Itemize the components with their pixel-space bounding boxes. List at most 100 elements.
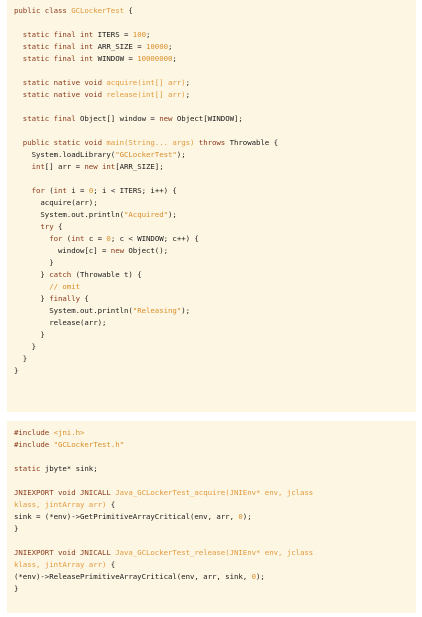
code-token: ; (185, 90, 190, 99)
code-line: (*env)->ReleasePrimitiveArrayCritical(en… (14, 571, 416, 583)
code-token: System.loadLibrary( (14, 150, 116, 159)
code-line: static jbyte* sink; (14, 463, 416, 475)
code-token: { (106, 500, 116, 509)
code-token: Object[] window = (80, 114, 160, 123)
code-token: finally (49, 294, 85, 303)
code-token: ); (176, 150, 186, 159)
code-line: acquire(arr); (14, 197, 416, 209)
code-token: int (53, 186, 72, 195)
code-token: release(arr); (14, 318, 107, 327)
code-line: for (int i = 0; i < ITERS; i++) { (14, 185, 416, 197)
code-token: static (14, 464, 45, 473)
code-token: GCLockerTest (71, 6, 124, 15)
code-token: #include (14, 440, 54, 449)
code-token: System.out.println( (14, 210, 124, 219)
code-line: } (14, 257, 416, 269)
java-code-block: public class GCLockerTest { static final… (7, 0, 416, 377)
code-line: static final int ITERS = 100; (14, 29, 416, 41)
code-line: window[c] = new Object(); (14, 245, 416, 257)
code-token: } (14, 294, 50, 303)
code-line: } (14, 341, 416, 353)
code-token: static final int (14, 42, 98, 51)
code-token: release (106, 90, 138, 99)
code-token: ); (242, 512, 252, 521)
code-line: release(arr); (14, 317, 416, 329)
code-line: JNIEXPORT void JNICALL Java_GCLockerTest… (14, 487, 416, 499)
code-token: "Acquired" (124, 210, 168, 219)
code-line: } (14, 329, 416, 341)
code-token: static final (14, 114, 80, 123)
code-line: JNIEXPORT void JNICALL Java_GCLockerTest… (14, 547, 416, 559)
code-token: klass, jintArray arr) (14, 560, 107, 569)
code-line: public class GCLockerTest { (14, 5, 416, 17)
code-token: klass, jintArray arr) (14, 500, 107, 509)
code-line: } finally { (14, 293, 416, 305)
code-line: } (14, 523, 416, 535)
code-token: ); (255, 572, 265, 581)
code-token: } (14, 366, 19, 375)
code-token: } (14, 354, 28, 363)
code-line (14, 475, 416, 487)
code-token: (JNIEnv* env, jclass (225, 488, 314, 497)
c-code-panel: #include <jni.h>#include "GCLockerTest.h… (7, 421, 416, 613)
code-token: { (124, 6, 133, 15)
code-token: JNIEXPORT void JNICALL (14, 488, 116, 497)
code-line: static final int ARR_SIZE = 10000; (14, 41, 416, 53)
code-token: "GCLockerTest" (115, 150, 177, 159)
code-token: c = (88, 234, 107, 243)
code-token: acquire(arr); (14, 198, 98, 207)
code-token: ); (168, 210, 177, 219)
code-token: ; (172, 54, 177, 63)
code-line: #include <jni.h> (14, 427, 416, 439)
code-token: 10000 (146, 42, 168, 51)
code-token: (int[] arr) (137, 90, 186, 99)
code-token: ); (181, 306, 191, 315)
code-line (14, 451, 416, 463)
code-token: } (14, 584, 19, 593)
code-token: (*env)->ReleasePrimitiveArrayCritical(en… (14, 572, 252, 581)
code-line: System.out.println("Releasing"); (14, 305, 416, 317)
code-token: jbyte* sink; (44, 464, 98, 473)
code-token: } (14, 270, 50, 279)
code-token: { (106, 560, 116, 569)
code-token: 100 (132, 30, 146, 39)
code-line: System.loadLibrary("GCLockerTest"); (14, 149, 416, 161)
code-line: #include "GCLockerTest.h" (14, 439, 416, 451)
code-token: JNIEXPORT void JNICALL (14, 548, 116, 557)
code-token: [] arr = (44, 162, 85, 171)
code-line (14, 535, 416, 547)
code-token: new (159, 114, 177, 123)
code-token: static native void (14, 90, 107, 99)
code-token: 0 (106, 234, 111, 243)
code-token: "Releasing" (132, 306, 182, 315)
code-token: throws (198, 138, 230, 147)
code-token: main (106, 138, 124, 147)
java-code-panel: public class GCLockerTest { static final… (7, 0, 416, 412)
code-line (14, 125, 416, 137)
code-token: int (71, 234, 89, 243)
code-token: for (14, 234, 67, 243)
code-token: 0 (88, 186, 94, 195)
code-token: Object(); (128, 246, 169, 255)
code-token: 0 (251, 572, 256, 581)
code-token: ; i < ITERS; i++) { (93, 186, 177, 195)
code-token: Java_GCLockerTest_release (115, 548, 226, 557)
code-token: (String... args) (124, 138, 199, 147)
code-line (14, 65, 416, 77)
code-token: public static void (14, 138, 107, 147)
code-line: } catch (Throwable t) { (14, 269, 416, 281)
code-token: ; (146, 30, 151, 39)
code-token: catch (49, 270, 76, 279)
code-token: ; (168, 42, 173, 51)
code-token: try (14, 222, 58, 231)
code-line: // omit (14, 281, 416, 293)
code-token: ITERS = (97, 30, 133, 39)
code-line: public static void main(String... args) … (14, 137, 416, 149)
code-token: (Throwable t) { (75, 270, 142, 279)
code-line: } (14, 583, 416, 595)
code-token: [ARR_SIZE]; (115, 162, 164, 171)
code-token: ; (185, 78, 190, 87)
code-token: } (14, 342, 36, 351)
code-token: } (14, 330, 45, 339)
code-token: static final int (14, 30, 98, 39)
